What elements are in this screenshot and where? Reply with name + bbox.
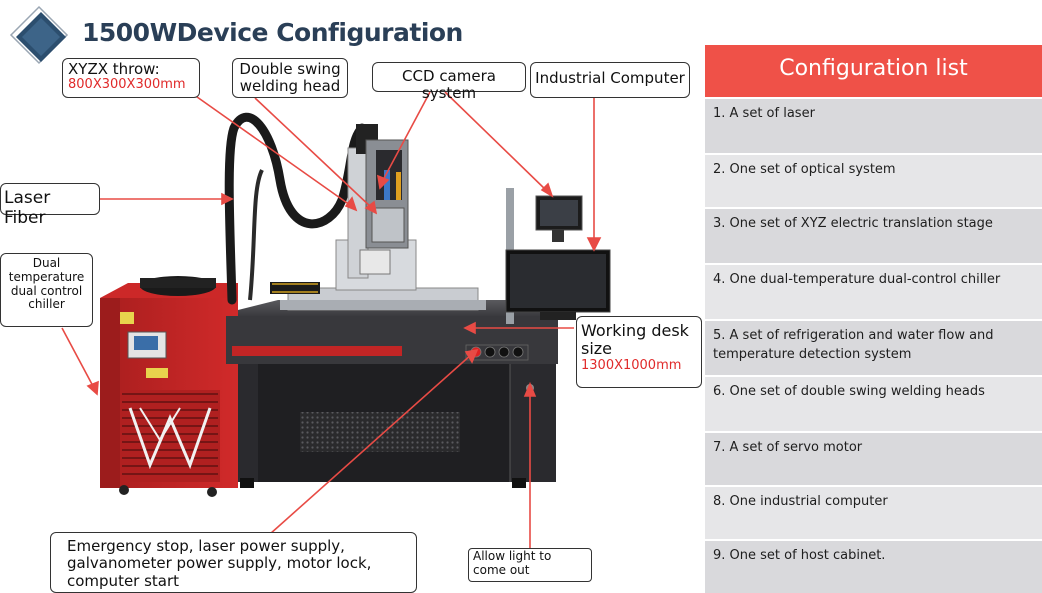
ccd-camera-label: CCD camera system <box>402 67 496 103</box>
swing-head-callout: Double swing welding head <box>232 58 348 98</box>
industrial-computer-callout: Industrial Computer <box>530 62 690 98</box>
chiller-unit <box>100 276 238 497</box>
xyz-stage <box>270 124 486 311</box>
config-item-4: 4. One dual-temperature dual-control chi… <box>705 263 1042 319</box>
working-desk-line1: Working desk <box>581 321 689 340</box>
working-desk <box>226 300 558 488</box>
xyz-throw-label: XYZX throw: <box>68 60 160 78</box>
light-line1: Allow light to <box>473 549 552 563</box>
page-title: 1500WDevice Configuration <box>82 18 463 47</box>
swing-head-line2: welding head <box>239 77 341 96</box>
ccd-camera-callout: CCD camera system <box>372 62 526 102</box>
config-item-7: 7. A set of servo motor <box>705 431 1042 485</box>
light-line2: come out <box>473 562 530 577</box>
xyz-throw-value: 800X300X300mm <box>68 77 186 93</box>
working-desk-line2: size <box>581 339 613 359</box>
config-item-9: 9. One set of host cabinet. <box>705 539 1042 593</box>
welding-machine-illustration <box>61 91 611 548</box>
controls-line2: galvanometer power supply, motor lock, <box>67 554 372 573</box>
industrial-computer <box>505 188 611 324</box>
chiller-line1: Dual <box>32 256 61 270</box>
config-item-1: 1. A set of laser <box>705 97 1042 153</box>
swing-head-line1: Double swing <box>239 60 341 78</box>
controls-line1: Emergency stop, laser power supply, <box>67 537 345 555</box>
config-item-3: 3. One set of XYZ electric translation s… <box>705 207 1042 263</box>
laser-fiber-callout: Laser Fiber <box>0 183 100 227</box>
industrial-computer-label: Industrial Computer <box>535 69 685 87</box>
diamond-logo-icon <box>9 5 69 65</box>
chiller-callout: Dual temperature dual control chiller <box>0 253 93 327</box>
light-callout: Allow light to come out <box>468 548 592 582</box>
chiller-line4: chiller <box>28 297 65 312</box>
controls-callout: Emergency stop, laser power supply, galv… <box>50 532 417 593</box>
controls-line3: computer start <box>67 571 180 590</box>
working-desk-value: 1300X1000mm <box>581 357 682 373</box>
config-item-6: 6. One set of double swing welding heads <box>705 375 1042 431</box>
configuration-list-title: Configuration list <box>705 45 1042 97</box>
working-desk-callout: Working desk size 1300X1000mm <box>576 316 702 388</box>
chiller-line3: dual control <box>10 283 83 298</box>
xyz-throw-callout: XYZX throw: 800X300X300mm <box>62 58 200 98</box>
config-item-8: 8. One industrial computer <box>705 485 1042 539</box>
chiller-line2: temperature <box>8 269 85 284</box>
config-item-2: 2. One set of optical system <box>705 153 1042 207</box>
configuration-list: Configuration list 1. A set of laser 2. … <box>705 45 1042 593</box>
config-item-5: 5. A set of refrigeration and water flow… <box>705 319 1042 375</box>
laser-fiber-label: Laser Fiber <box>4 188 51 228</box>
